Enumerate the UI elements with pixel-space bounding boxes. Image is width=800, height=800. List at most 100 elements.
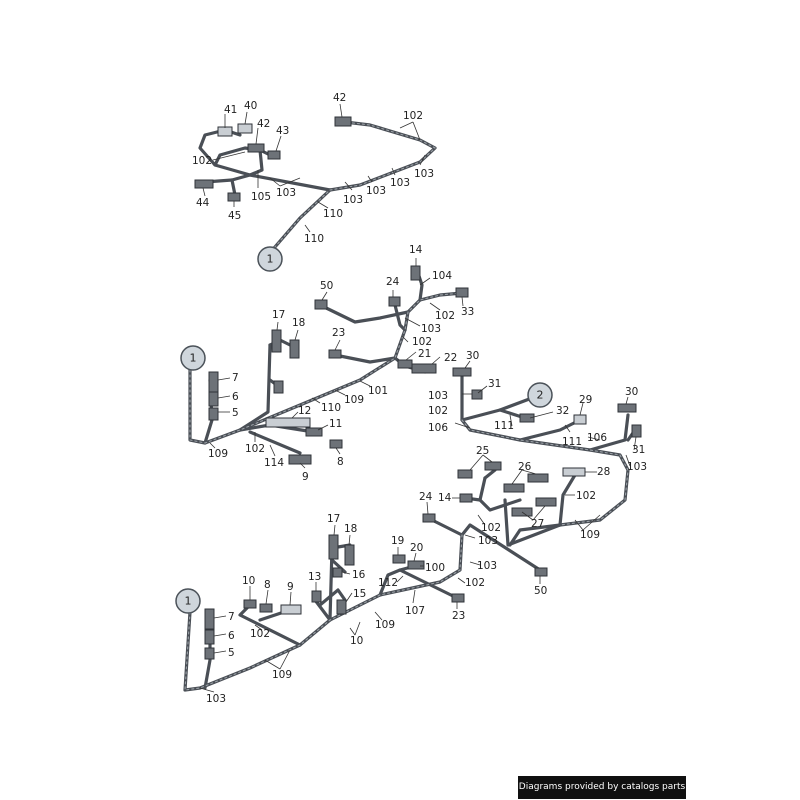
leader-lines [199,103,637,693]
callout-label: 14 [438,492,452,504]
connector-5a [208,407,219,421]
callout-label: 102 [403,110,423,122]
callout-label: 14 [409,244,423,256]
callout-label: 8 [337,456,344,468]
callout-label: 23 [332,327,345,339]
svg-text:2: 2 [537,389,544,402]
callout-label: 31 [488,378,501,390]
callout-label: 103 [627,461,647,473]
svg-text:1: 1 [267,253,274,266]
connector-31b [631,424,642,438]
callout-label: 41 [224,104,237,116]
callout-label: 6 [228,630,235,642]
callout-label: 13 [308,571,321,583]
connector-50a [314,299,328,310]
callout-label: 110 [323,208,343,220]
callout-label: 102 [412,336,432,348]
svg-text:1: 1 [190,352,197,365]
connector-26b [527,473,549,483]
connector-plugs [194,116,642,660]
callout-label: 16 [352,569,366,581]
callout-label: 23 [452,610,465,622]
callout-label: 105 [251,191,271,203]
connector-7a [208,371,219,393]
callout-label: 102 [435,310,455,322]
connector-misc-b [273,380,284,394]
callout-label: 109 [375,619,395,631]
callout-label: 109 [272,669,292,681]
callout-label: 11 [329,418,342,430]
connector-24a [388,296,401,307]
door-harness-assembly [460,370,637,547]
callout-label: 40 [244,100,257,112]
callout-label: 102 [245,443,265,455]
connector-17b [328,534,339,560]
connector-45 [227,192,241,202]
callout-label: 110 [304,233,324,245]
connector-9a [288,454,312,465]
reference-marker-1-bottom: 1 [175,588,201,614]
callout-label: 22 [444,352,457,364]
callout-label: 109 [344,394,364,406]
callout-label: 42 [257,118,270,130]
connector-18a [289,339,300,359]
reference-marker-1-middle: 1 [180,345,206,371]
connector-30a [452,367,472,377]
callout-label: 107 [405,605,425,617]
callout-label: 18 [344,523,357,535]
callout-label: 111 [494,420,514,432]
connector-25b [484,461,502,471]
callout-label: 103 [428,390,448,402]
callout-label: 26 [518,461,532,473]
callout-label: 31 [632,444,645,456]
connector-8a [329,439,343,449]
callout-label: 104 [432,270,452,282]
connector-6a [208,391,219,407]
callout-label: 15 [353,588,366,600]
callout-label: 25 [476,445,489,457]
connector-50b [534,567,548,577]
connector-16 [332,567,343,578]
callout-label: 17 [327,513,340,525]
callout-label: 10 [350,635,363,647]
callout-label: 102 [481,522,501,534]
callout-label: 103 [478,535,498,547]
connector-33 [455,287,469,298]
credit-badge: Diagrams provided by catalogs parts [518,776,686,799]
callout-label: 19 [391,535,404,547]
callout-label: 43 [276,125,289,137]
connector-42b [334,116,352,127]
connector-13 [311,590,322,603]
callout-label: 8 [264,579,271,591]
callout-label: 111 [562,436,582,448]
callout-label: 44 [196,197,210,209]
callout-label: 103 [414,168,434,180]
connector-11 [305,427,323,437]
connector-43 [267,150,281,160]
callout-label: 103 [421,323,441,335]
callout-label: 30 [625,386,638,398]
connector-19 [392,554,406,564]
connector-22 [411,363,437,374]
callout-label: 5 [232,407,239,419]
connector-24b [422,513,436,523]
callout-label: 50 [320,280,333,292]
callout-label: 109 [580,529,600,541]
callout-labels: 41 40 42 43 102 44 45 105 103 103 103 10… [192,92,647,705]
callout-label: 112 [378,577,398,589]
callout-label: 6 [232,391,239,403]
connector-6b [204,629,215,645]
callout-label: 9 [287,581,294,593]
callout-label: 30 [466,350,479,362]
connector-12 [265,417,311,428]
connector-23a [328,349,342,359]
callout-label: 33 [461,306,474,318]
floor-harness-assembly [183,516,542,692]
connector-21 [397,359,413,369]
connector-27b [535,497,557,507]
callout-label: 102 [192,155,212,167]
callout-label: 106 [587,432,607,444]
connector-42a [247,143,265,153]
callout-label: 20 [410,542,423,554]
callout-label: 29 [579,394,592,406]
